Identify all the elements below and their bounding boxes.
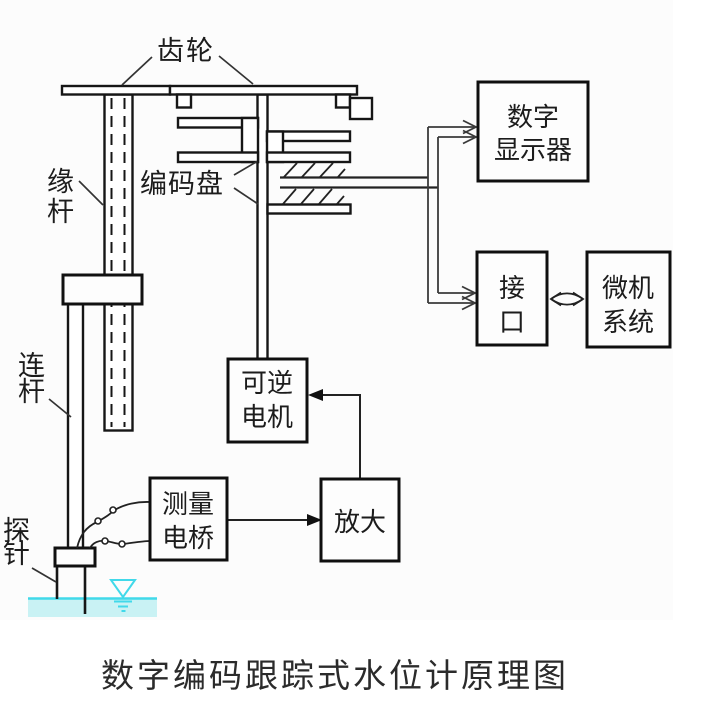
rim-rod-label: 杆 xyxy=(47,197,74,227)
leader-lines xyxy=(31,55,259,583)
amplifier-box xyxy=(319,477,401,563)
bearing-notch-left xyxy=(175,93,193,109)
digital-display-box xyxy=(476,80,590,183)
block-boxes xyxy=(148,80,672,563)
connecting-rod xyxy=(66,302,85,550)
computer-system-label: 微机 xyxy=(602,274,654,303)
computer-system-box xyxy=(585,250,672,349)
encoder-plate xyxy=(265,151,352,164)
probe-assembly xyxy=(28,273,157,617)
part-labels: 齿轮 缘 杆 编码盘 连 杆 探 针 xyxy=(3,36,224,569)
rim-rod-label: 缘 xyxy=(47,167,74,197)
amplifier-to-motor-line xyxy=(312,394,361,479)
reversible-motor-box xyxy=(226,357,309,444)
wire-bead xyxy=(94,517,102,525)
wire-bead xyxy=(118,540,126,548)
reversible-motor-label: 电机 xyxy=(241,403,293,432)
encoder-plate xyxy=(266,203,352,215)
digital-display-label: 显示器 xyxy=(494,136,572,165)
connecting-rod-label: 连 xyxy=(18,351,45,381)
bearing-notch-right xyxy=(334,93,352,109)
sensor-brushes xyxy=(280,162,438,205)
wire-bead xyxy=(101,537,109,545)
box-labels: 数字 显示器 接 口 微机 系统 可逆 电机 测量 电桥 放大 xyxy=(162,103,654,553)
bidirectional-arrow xyxy=(549,291,585,307)
diagram-caption: 数字编码跟踪式水位计原理图 xyxy=(101,658,569,695)
top-bar-left xyxy=(60,84,172,96)
measuring-bridge-label: 电桥 xyxy=(162,524,214,553)
solid-arrowhead xyxy=(308,389,323,401)
computer-system-label: 系统 xyxy=(602,308,654,337)
water-level-symbol xyxy=(109,579,137,612)
gear-label: 齿轮 xyxy=(157,36,215,66)
wire-bead xyxy=(109,506,117,514)
probe-wire-lower xyxy=(89,539,151,549)
probe-label: 探 xyxy=(3,516,30,546)
probe-wire-upper xyxy=(76,501,151,549)
connecting-rod-label: 杆 xyxy=(18,377,45,407)
clamp-block xyxy=(61,273,144,306)
digital-display-label: 数字 xyxy=(507,103,559,132)
open-arrowhead xyxy=(462,129,479,145)
probe-holder xyxy=(53,546,97,568)
open-arrowhead xyxy=(461,285,478,301)
interface-box xyxy=(475,250,549,347)
measuring-bridge-box xyxy=(148,476,229,562)
water xyxy=(28,598,157,617)
open-arrowhead xyxy=(461,295,478,311)
encoder-disk-label: 编码盘 xyxy=(140,169,224,199)
measuring-bridge-label: 测量 xyxy=(162,490,214,519)
open-arrowhead xyxy=(462,119,479,135)
signal-wiring xyxy=(427,119,479,311)
encoder-plate xyxy=(176,151,260,164)
end-block xyxy=(348,96,374,121)
interface-label: 接 xyxy=(499,274,525,303)
interface-label: 口 xyxy=(499,308,525,337)
solid-arrowhead xyxy=(307,514,322,526)
mechanical-assembly xyxy=(60,84,374,432)
top-bar-right xyxy=(168,84,359,96)
amplifier-label: 放大 xyxy=(334,508,386,537)
probe-label: 针 xyxy=(3,539,30,569)
reversible-motor-label: 可逆 xyxy=(241,369,293,398)
rim-rod xyxy=(103,93,134,432)
control-path xyxy=(227,389,361,526)
